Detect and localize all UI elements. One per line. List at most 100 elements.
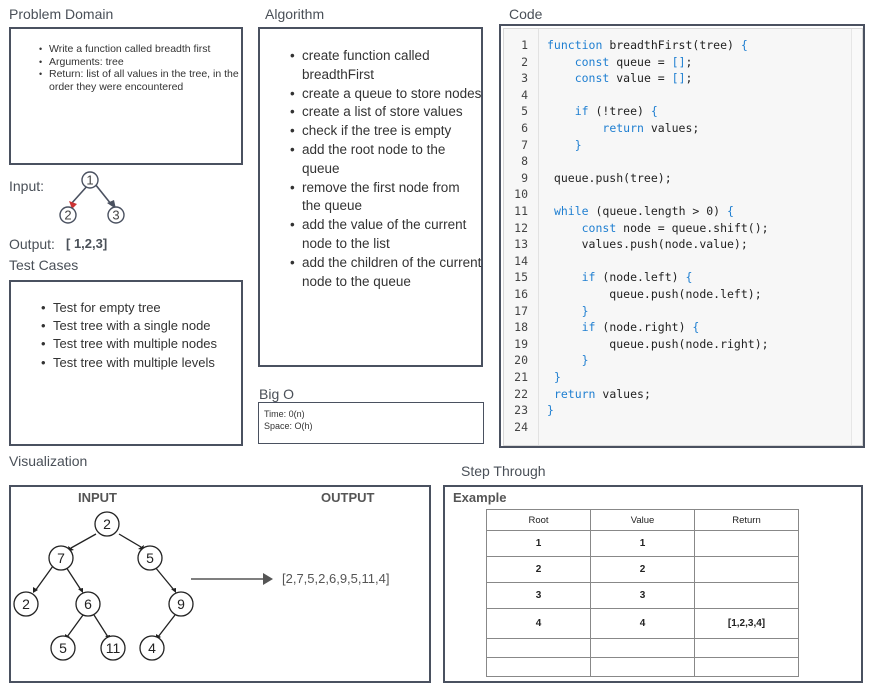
visualization-box: INPUT OUTPUT <box>9 485 431 683</box>
line-number: 5 <box>521 104 528 119</box>
table-cell <box>590 657 695 677</box>
problem-domain-box: Write a function called breadth first Ar… <box>9 27 243 165</box>
tree-edge <box>70 533 97 549</box>
table-cell: 3 <box>486 582 591 609</box>
list-item: Test for empty tree <box>41 299 243 317</box>
table-row <box>486 638 799 658</box>
line-number: 2 <box>521 54 528 69</box>
code-line: return values; <box>602 121 700 135</box>
line-number: 16 <box>514 287 528 301</box>
tree-node-label: 5 <box>146 550 154 566</box>
big-o-title: Big O <box>259 386 295 402</box>
big-o-box: Time: 0(n) Space: O(h) <box>258 402 484 444</box>
table-cell <box>694 657 799 677</box>
tree-node-label: 2 <box>22 596 30 612</box>
list-item: Write a function called breadth first <box>39 43 239 56</box>
code-line: } <box>581 353 589 368</box>
line-number: 17 <box>514 303 528 318</box>
table-cell: 3 <box>590 582 695 609</box>
tree-node-label: 9 <box>177 596 185 612</box>
tree-node <box>48 545 74 571</box>
line-number: 24 <box>514 419 528 434</box>
output-heading: OUTPUT <box>321 490 375 505</box>
table-row: 1 1 <box>486 530 799 557</box>
tree-node <box>50 635 76 661</box>
arrow-head-icon <box>33 587 38 593</box>
table-row: 3 3 <box>486 582 799 609</box>
list-item: Test tree with multiple levels <box>41 354 243 372</box>
tree-edge <box>93 614 109 638</box>
test-cases-title: Test Cases <box>9 257 79 273</box>
scrollbar[interactable] <box>851 29 862 445</box>
code-line: queue.push(node.left); <box>547 287 762 301</box>
list-item: Test tree with multiple nodes <box>41 335 243 353</box>
list-item: add the value of the current node to the… <box>290 216 482 254</box>
line-number: 18 <box>514 320 528 335</box>
visualization-title: Visualization <box>9 453 88 469</box>
line-number: 23 <box>514 403 528 418</box>
list-item: create function called breadthFirst <box>290 47 482 85</box>
line-number: 8 <box>521 154 528 169</box>
table-cell: 4 <box>486 608 591 639</box>
table-row <box>486 657 799 677</box>
arrow-head-icon <box>69 201 77 209</box>
arrow-head-icon <box>171 588 176 593</box>
input-label: Input: <box>9 178 45 194</box>
code-line: queue.push(tree); <box>547 170 672 185</box>
code-line: if (node.right) { <box>581 320 700 335</box>
tree-node-label: 11 <box>106 640 121 656</box>
line-number: 10 <box>514 187 528 202</box>
code-line: } <box>581 303 589 318</box>
table-cell <box>590 638 695 658</box>
tree-node <box>139 635 165 661</box>
tree-node <box>107 206 125 224</box>
table-cell <box>694 530 799 557</box>
tree-edge <box>157 614 176 638</box>
tree-node-label: 2 <box>103 516 111 532</box>
line-number: 7 <box>521 137 528 152</box>
output-label: Output: <box>9 236 55 252</box>
table-cell: 1 <box>590 530 695 557</box>
output-value: [ 1,2,3] <box>66 236 108 251</box>
example-label: Example <box>453 490 507 505</box>
list-item: create a list of store values <box>290 103 482 122</box>
line-number: 15 <box>514 270 528 285</box>
tree-node-label: 6 <box>84 596 92 612</box>
table-cell: 2 <box>590 556 695 583</box>
table-header-row: Root Value Return <box>486 509 799 531</box>
test-cases-box: Test for empty tree Test tree with a sin… <box>9 280 243 446</box>
line-number: 22 <box>514 386 528 401</box>
tree-node-label: 7 <box>57 550 65 566</box>
step-table: Root Value Return 1 1 2 2 3 3 4 4 [1,2,3… <box>486 509 799 677</box>
step-through-title: Step Through <box>461 463 546 479</box>
line-number: 19 <box>514 336 528 351</box>
code-line: if (node.left) { <box>581 270 693 285</box>
tree-node-label: 3 <box>112 208 119 223</box>
tree-node <box>137 545 163 571</box>
code-line: } <box>574 137 582 152</box>
code-line: while (queue.length > 0) { <box>553 204 734 218</box>
tree-edge <box>34 565 54 592</box>
time-complexity: Time: 0(n) <box>264 409 305 419</box>
column-header: Value <box>590 509 695 531</box>
table-cell <box>694 638 799 658</box>
list-item: Return: list of all values in the tree, … <box>39 68 239 93</box>
table-cell <box>486 657 591 677</box>
code-line: if (!tree) { <box>574 104 658 119</box>
input-tree-diagram: 1 2 3 <box>59 171 125 224</box>
line-number: 9 <box>521 170 528 185</box>
list-item: remove the first node from the queue <box>290 179 482 217</box>
tree-edge <box>66 614 84 638</box>
code-line: const node = queue.shift(); <box>581 220 769 235</box>
algorithm-title: Algorithm <box>265 6 325 22</box>
tree-node <box>13 591 39 617</box>
tree-edge <box>118 533 142 548</box>
code-line: } <box>553 370 561 384</box>
tree-node <box>75 591 101 617</box>
space-complexity: Space: O(h) <box>264 421 313 431</box>
table-cell: [1,2,3,4] <box>694 608 799 639</box>
line-number-gutter <box>504 29 539 445</box>
list-item: Test tree with a single node <box>41 317 243 335</box>
arrow-right-icon <box>263 573 273 585</box>
list-item: Arguments: tree <box>39 56 239 69</box>
